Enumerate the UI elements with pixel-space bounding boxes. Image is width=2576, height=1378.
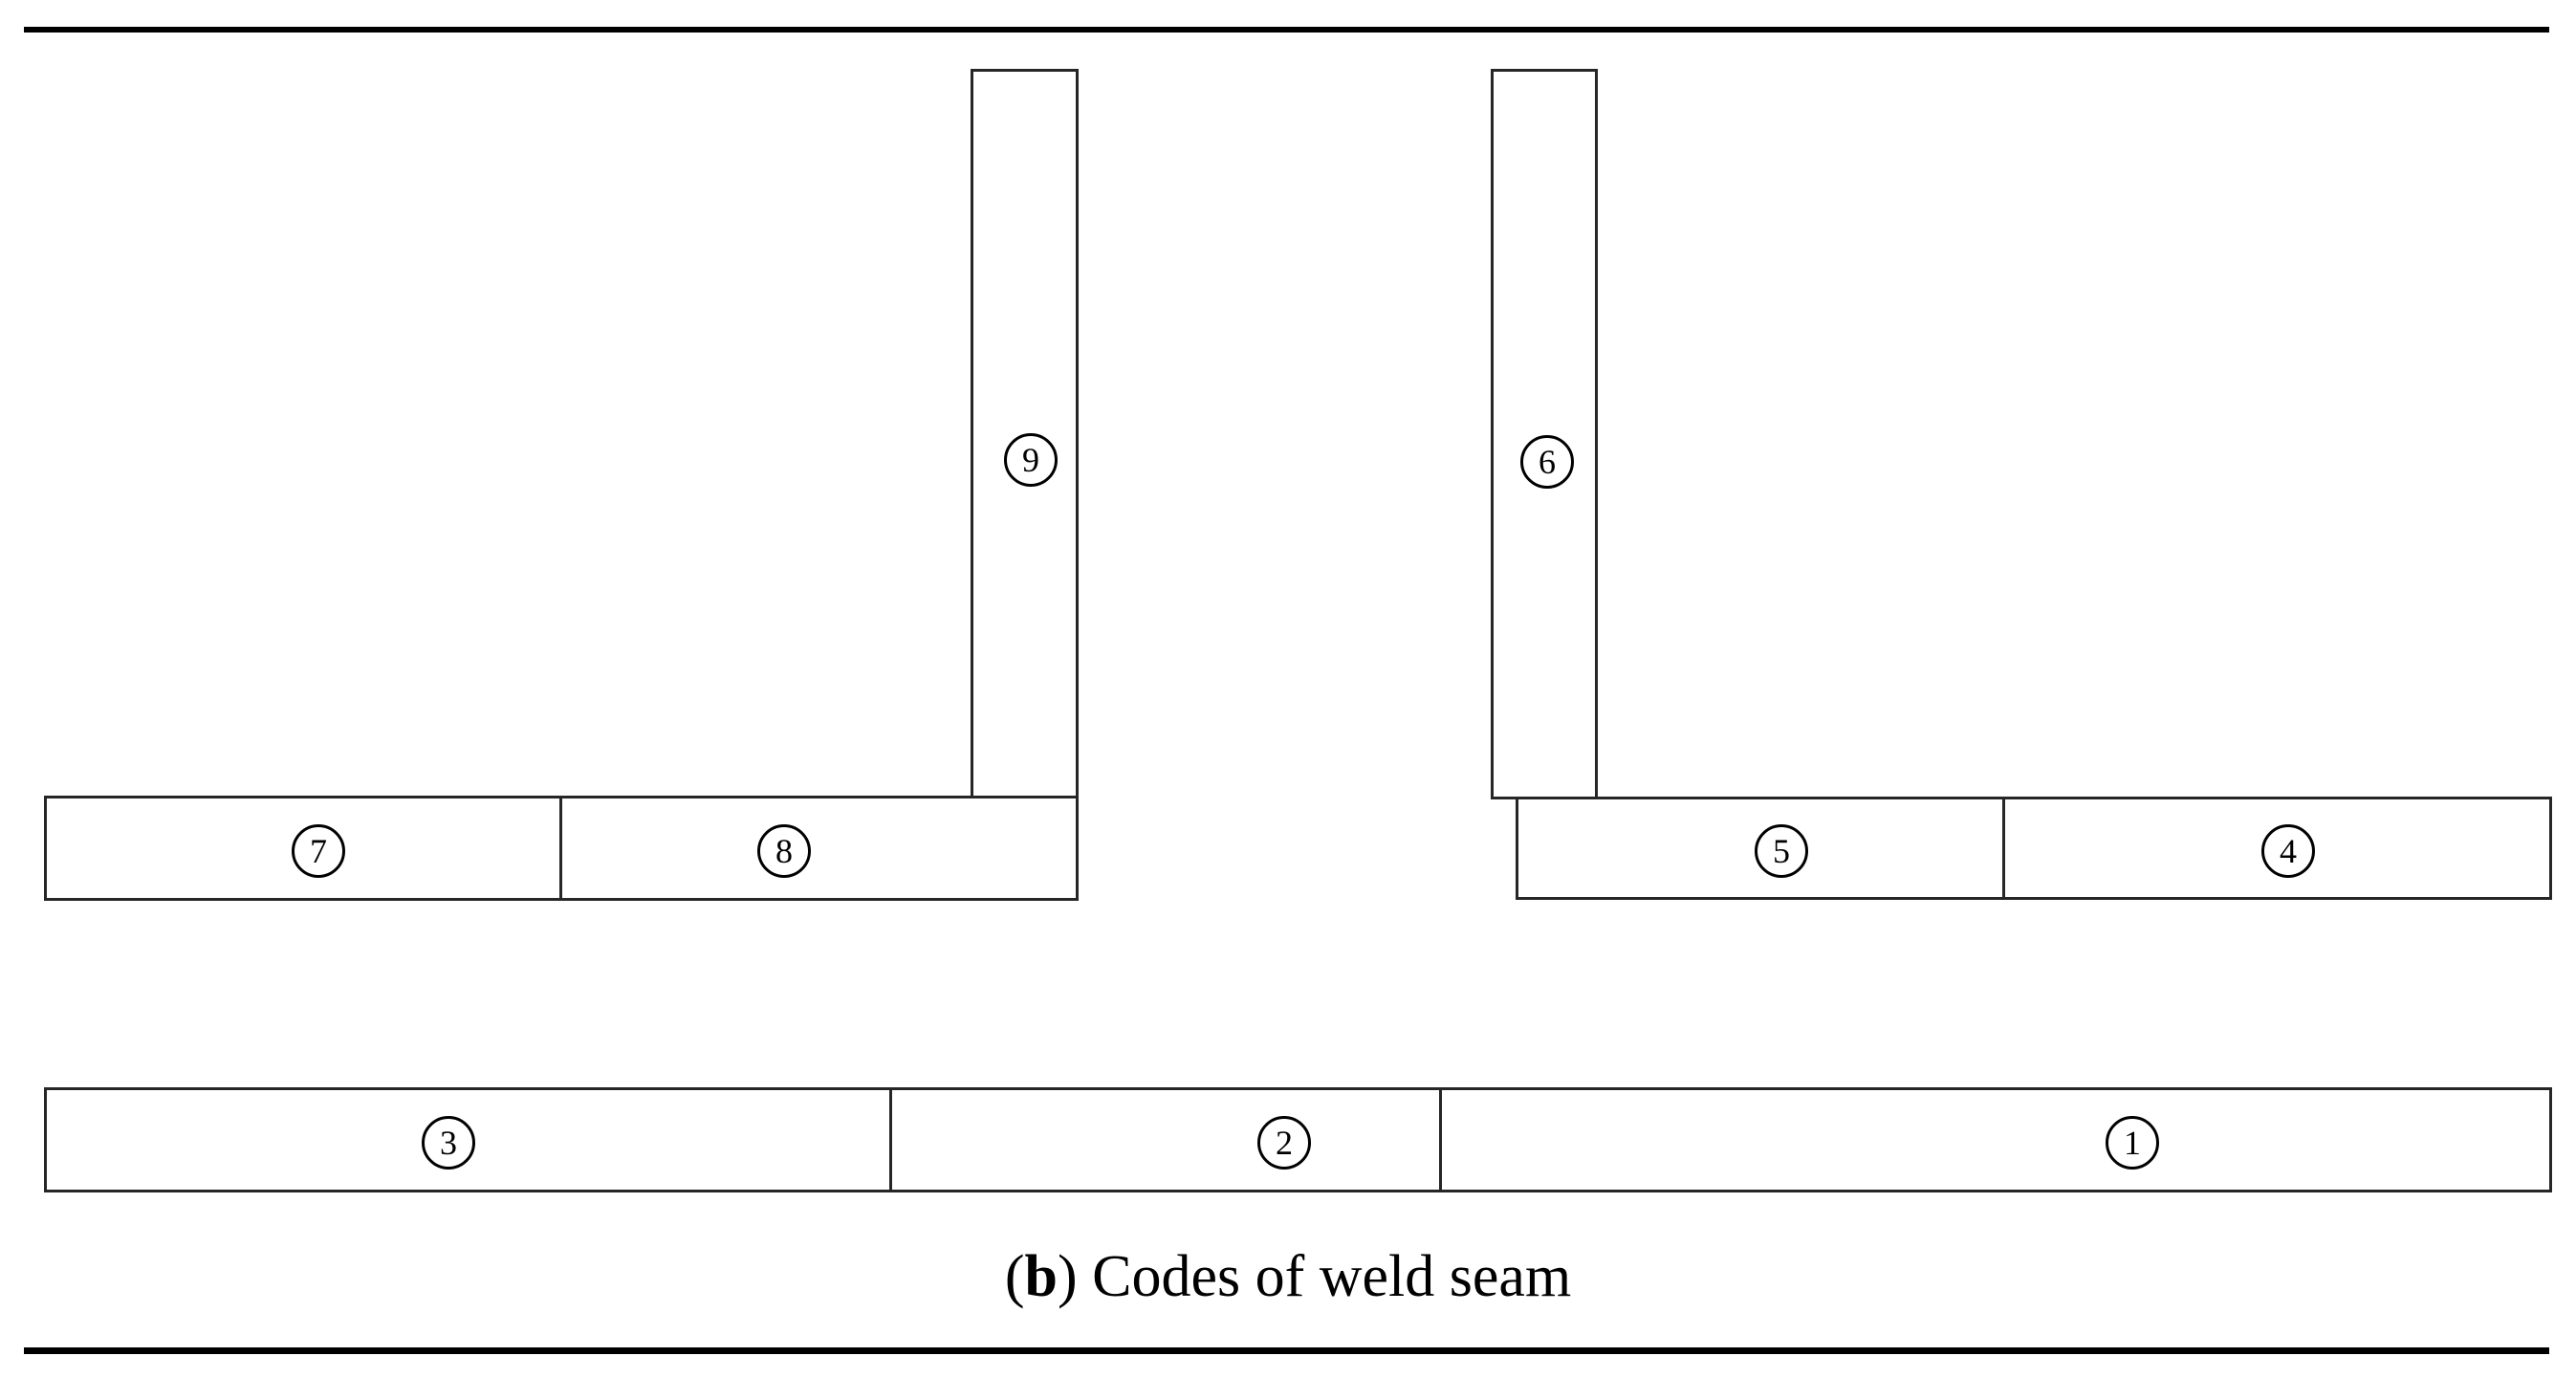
weld-code-label: 3 bbox=[440, 1124, 457, 1162]
weld-code-label: 2 bbox=[1276, 1124, 1293, 1162]
weld-code-label: 9 bbox=[1022, 441, 1039, 479]
weld-code-marker-7: 7 bbox=[292, 824, 345, 878]
weld-code-marker-3: 3 bbox=[422, 1116, 475, 1170]
figure-caption: (b) Codes of weld seam bbox=[0, 1243, 2576, 1311]
weld-code-label: 5 bbox=[1773, 832, 1790, 870]
weld-code-label: 7 bbox=[310, 832, 327, 870]
left-corner-edge bbox=[971, 765, 973, 798]
bottom-seam-divider-3-2 bbox=[889, 1087, 892, 1192]
weld-code-marker-1: 1 bbox=[2106, 1116, 2159, 1170]
weld-code-marker-8: 8 bbox=[757, 824, 811, 878]
right-horizontal-plate bbox=[1516, 797, 2552, 900]
bottom-seam-divider-2-1 bbox=[1439, 1087, 1442, 1192]
figure-bottom-rule bbox=[24, 1347, 2549, 1354]
figure-caption-text: Codes of weld seam bbox=[1077, 1244, 1572, 1309]
right-seam-divider-5-4 bbox=[2002, 797, 2005, 900]
weld-code-label: 6 bbox=[1539, 443, 1556, 481]
figure-top-rule bbox=[24, 27, 2549, 33]
weld-code-marker-9: 9 bbox=[1004, 433, 1058, 487]
figure-caption-paren-close: ) bbox=[1057, 1244, 1078, 1309]
weld-code-label: 4 bbox=[2280, 832, 2297, 870]
weld-code-marker-2: 2 bbox=[1257, 1116, 1311, 1170]
right-vertical-plate bbox=[1491, 69, 1598, 799]
left-seam-divider-7-8 bbox=[559, 796, 562, 901]
weld-code-label: 8 bbox=[775, 832, 793, 870]
weld-code-label: 1 bbox=[2124, 1124, 2141, 1162]
weld-code-marker-6: 6 bbox=[1520, 435, 1574, 489]
figure-caption-paren-open: ( bbox=[1004, 1244, 1025, 1309]
weld-code-marker-5: 5 bbox=[1755, 824, 1808, 878]
weld-code-marker-4: 4 bbox=[2261, 824, 2315, 878]
right-corner-edge bbox=[1595, 765, 1598, 799]
figure-caption-tag: b bbox=[1024, 1244, 1058, 1309]
